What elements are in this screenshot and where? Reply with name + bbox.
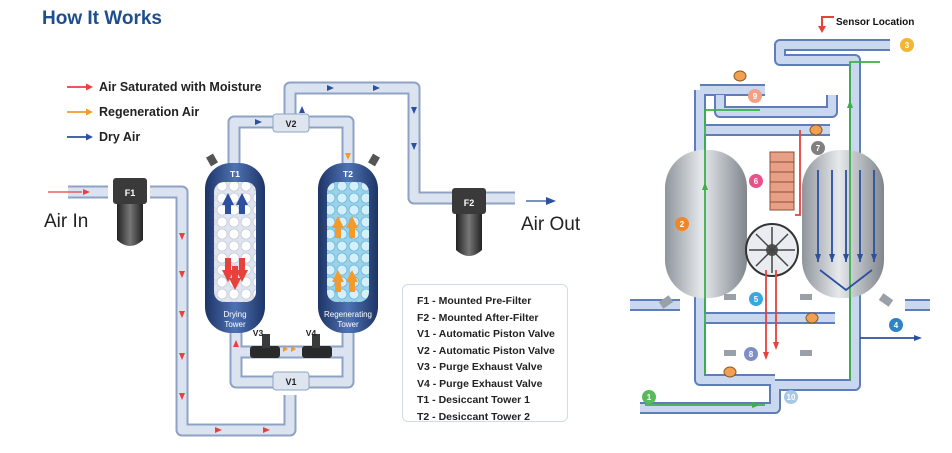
svg-text:6: 6 (754, 177, 759, 186)
dryer-flow-diagram: F1 F2 T1 Drying Tower T2 (48, 81, 556, 437)
tower-t1: T1 Drying Tower (205, 153, 265, 333)
svg-text:10: 10 (787, 393, 796, 402)
blower (745, 223, 799, 277)
key-item: V1 - Automatic Piston Valve (417, 328, 555, 340)
drying-tower-label: Drying (223, 310, 246, 319)
green-flow (645, 61, 880, 406)
filter-f1: F1 (113, 178, 147, 246)
key-item: V4 - Purge Exhaust Valve (417, 377, 543, 390)
key-item: V3 - Purge Exhaust Valve (417, 361, 543, 373)
key-item: F2 - Mounted After-Filter (417, 311, 539, 324)
orange-arrow-icon (67, 108, 93, 115)
legend-label: Regeneration Air (99, 104, 200, 119)
regenerating-tower-label: Regenerating (324, 310, 372, 319)
f1-label: F1 (125, 188, 136, 198)
svg-text:4: 4 (894, 321, 899, 330)
valve-v3: V3 (250, 328, 280, 358)
valve-v4: V4 (302, 328, 332, 358)
svg-text:V2: V2 (285, 119, 296, 129)
tower-t2: T2 Regenerating Tower (318, 153, 380, 333)
valve-v2: V2 (272, 113, 310, 133)
key-item: T1 - Desiccant Tower 1 (417, 394, 531, 406)
red-flow (765, 130, 801, 355)
valve-v1: V1 (272, 371, 310, 391)
tower-right-tank (802, 150, 884, 298)
svg-text:3: 3 (905, 41, 910, 50)
blue-arrow-icon (67, 133, 93, 140)
dryer-schematic: 1 2 3 4 5 6 7 8 9 10 (630, 38, 930, 414)
svg-text:2: 2 (680, 220, 685, 229)
numbered-markers: 1 2 3 4 5 6 7 8 9 10 (642, 38, 914, 404)
svg-text:8: 8 (749, 350, 754, 359)
key-item: T2 - Desiccant Tower 2 (417, 410, 531, 423)
legend-item-regeneration: Regeneration Air (66, 99, 262, 124)
svg-text:V3: V3 (253, 328, 264, 338)
air-out-label: Air Out (521, 214, 581, 235)
svg-text:9: 9 (753, 92, 758, 101)
page-title: How It Works (42, 8, 162, 29)
legend-label: Air Saturated with Moisture (99, 79, 262, 94)
t1-label: T1 (230, 169, 240, 179)
svg-text:1: 1 (647, 393, 652, 402)
key-item: F1 - Mounted Pre-Filter (417, 295, 532, 307)
svg-text:7: 7 (816, 144, 821, 153)
component-key: F1 - Mounted Pre-Filter F2 - Mounted Aft… (402, 284, 568, 423)
sensor-location-label: Sensor Location (836, 17, 915, 28)
red-arrow-icon (67, 83, 93, 90)
t2-label: T2 (343, 169, 353, 179)
heat-exchanger (769, 151, 795, 211)
regenerating-tower-label: Tower (337, 320, 359, 329)
legend-item-moisture: Air Saturated with Moisture (66, 74, 262, 99)
flow-arrows (48, 85, 556, 433)
tower-left-tank (665, 150, 747, 298)
svg-text:5: 5 (754, 295, 759, 304)
air-in-label: Air In (44, 211, 89, 232)
drying-tower-label: Tower (224, 320, 246, 329)
f2-label: F2 (464, 198, 475, 208)
svg-text:V4: V4 (306, 328, 317, 338)
legend-label: Dry Air (99, 129, 141, 144)
blue-flow (817, 170, 918, 339)
sensor-location-arrow-icon (818, 16, 834, 33)
legend-item-dry-air: Dry Air (66, 124, 262, 149)
key-item: V2 - Automatic Piston Valve (417, 344, 555, 357)
svg-text:V1: V1 (285, 377, 296, 387)
filter-f2: F2 (452, 188, 486, 256)
flow-legend: Air Saturated with Moisture Regeneration… (66, 74, 262, 149)
